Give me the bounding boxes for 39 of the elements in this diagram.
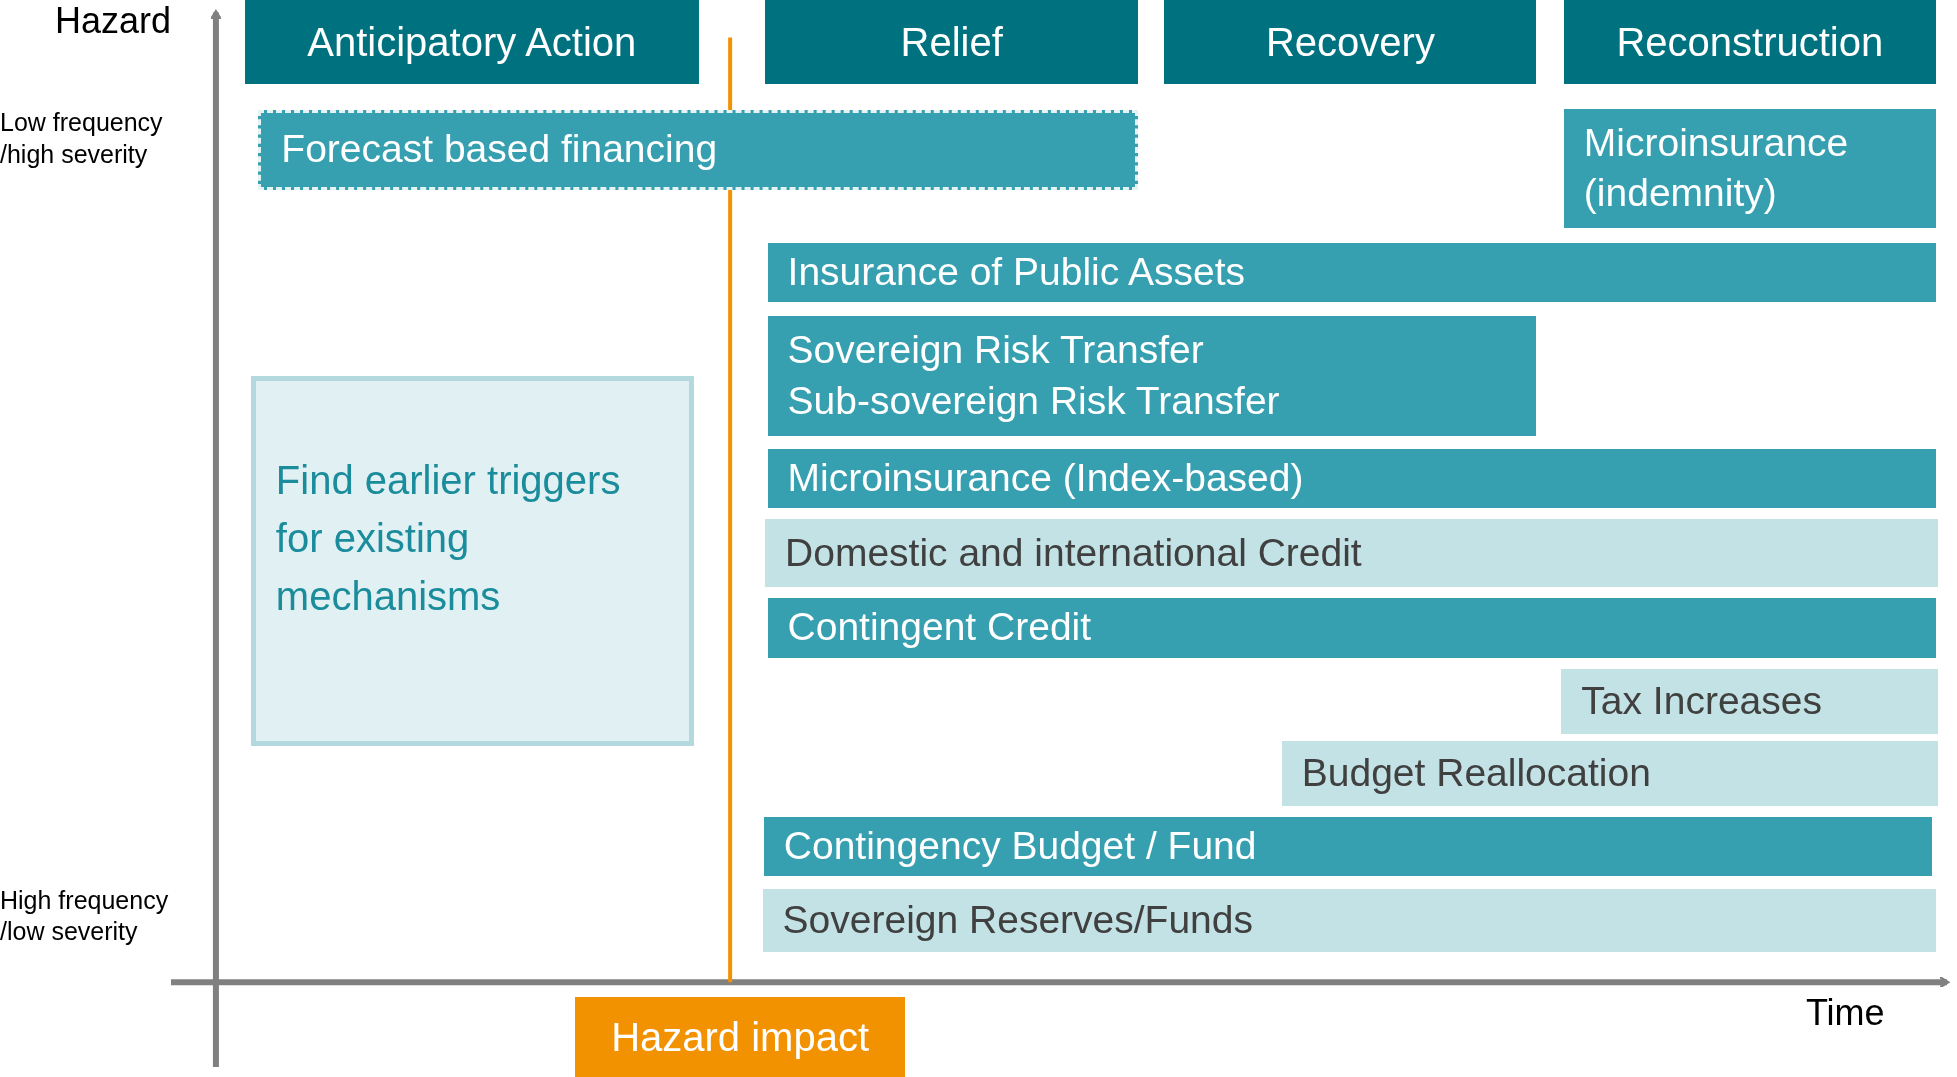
instrument-bar xyxy=(1561,668,1939,734)
bar-label: Domestic and international Credit xyxy=(785,529,1363,576)
axis-title: Hazard xyxy=(54,0,171,42)
bar-label: Microinsurance (indemnity) xyxy=(1583,119,1850,217)
instrument-bar xyxy=(767,449,1936,508)
instrument-bar xyxy=(1563,108,1936,229)
phase-title: Anticipatory Action xyxy=(307,18,637,66)
instrument-bar xyxy=(765,519,1939,587)
instrument-bar xyxy=(1281,741,1939,807)
bar-label: Microinsurance (Index-based) xyxy=(787,455,1305,502)
bar-label: Tax Increases xyxy=(1581,678,1823,725)
bar-label: Sovereign Risk Transfer xyxy=(787,327,1205,373)
note-box xyxy=(250,375,694,747)
instrument-bar xyxy=(762,888,1936,953)
instrument-bar xyxy=(767,243,1936,303)
phase-title: Recovery xyxy=(1265,18,1435,66)
instrument-bar xyxy=(763,817,1933,877)
bar-label: Budget Reallocation xyxy=(1301,750,1652,797)
bar-label: Insurance of Public Assets xyxy=(787,249,1246,296)
phase-header xyxy=(244,0,699,84)
bar-label: Sub-sovereign Risk Transfer xyxy=(787,377,1281,424)
bar-label: Sovereign Reserves/Funds xyxy=(782,897,1254,944)
phase-header xyxy=(1563,0,1936,84)
bar-label: Contingency Budget / Fund xyxy=(783,823,1258,870)
instrument-bar xyxy=(767,315,1537,436)
axis-end-label: High frequency /low severity xyxy=(0,884,170,948)
instrument-bar xyxy=(767,597,1936,658)
phase-header xyxy=(1164,0,1537,84)
axis-title: Time xyxy=(1805,992,1885,1035)
bar-label: Forecast based financing xyxy=(281,126,719,173)
bar-label: Hazard impact xyxy=(611,1014,870,1062)
instrument-bar xyxy=(258,109,1139,190)
phase-title: Reconstruction xyxy=(1616,18,1884,66)
hazard-impact-box xyxy=(575,997,905,1077)
phase-title: Relief xyxy=(900,18,1003,66)
bar-label: Find earlier triggers for existing mechanisms xyxy=(275,456,622,620)
phase-header xyxy=(765,0,1139,84)
axis-end-label: Low frequency /high severity xyxy=(0,107,164,170)
bar-label: Contingent Credit xyxy=(787,604,1093,651)
